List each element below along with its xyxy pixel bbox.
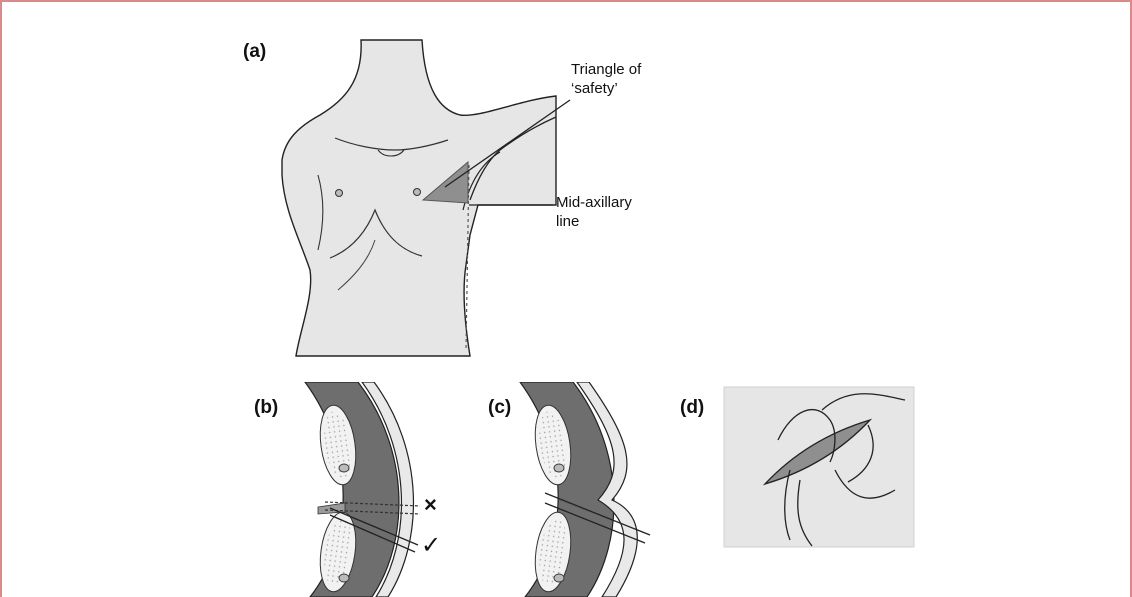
panel-label-a: (a) [243, 41, 266, 63]
torso-figure [282, 40, 570, 356]
check-mark-icon: ✓ [421, 531, 441, 560]
chest-wall-section-b [305, 382, 413, 597]
chest-wall-section-c [520, 382, 637, 597]
nipple-right [414, 189, 421, 196]
triangle-label-line2: ‘safety’ [571, 79, 641, 98]
torso-silhouette [282, 40, 556, 356]
panel-label-b: (b) [254, 397, 278, 419]
wrong-mark-icon: × [424, 492, 437, 518]
skin-suture-d [724, 387, 914, 547]
midaxillary-label-line1: Mid-axillary [556, 193, 632, 212]
mid-axillary-line-label: Mid-axillary line [556, 193, 632, 231]
triangle-label-line1: Triangle of [571, 60, 641, 79]
triangle-of-safety-label: Triangle of ‘safety’ [571, 60, 641, 98]
nipple-left [336, 190, 343, 197]
panel-label-c: (c) [488, 397, 511, 419]
panel-label-d: (d) [680, 397, 704, 419]
midaxillary-label-line2: line [556, 212, 632, 231]
